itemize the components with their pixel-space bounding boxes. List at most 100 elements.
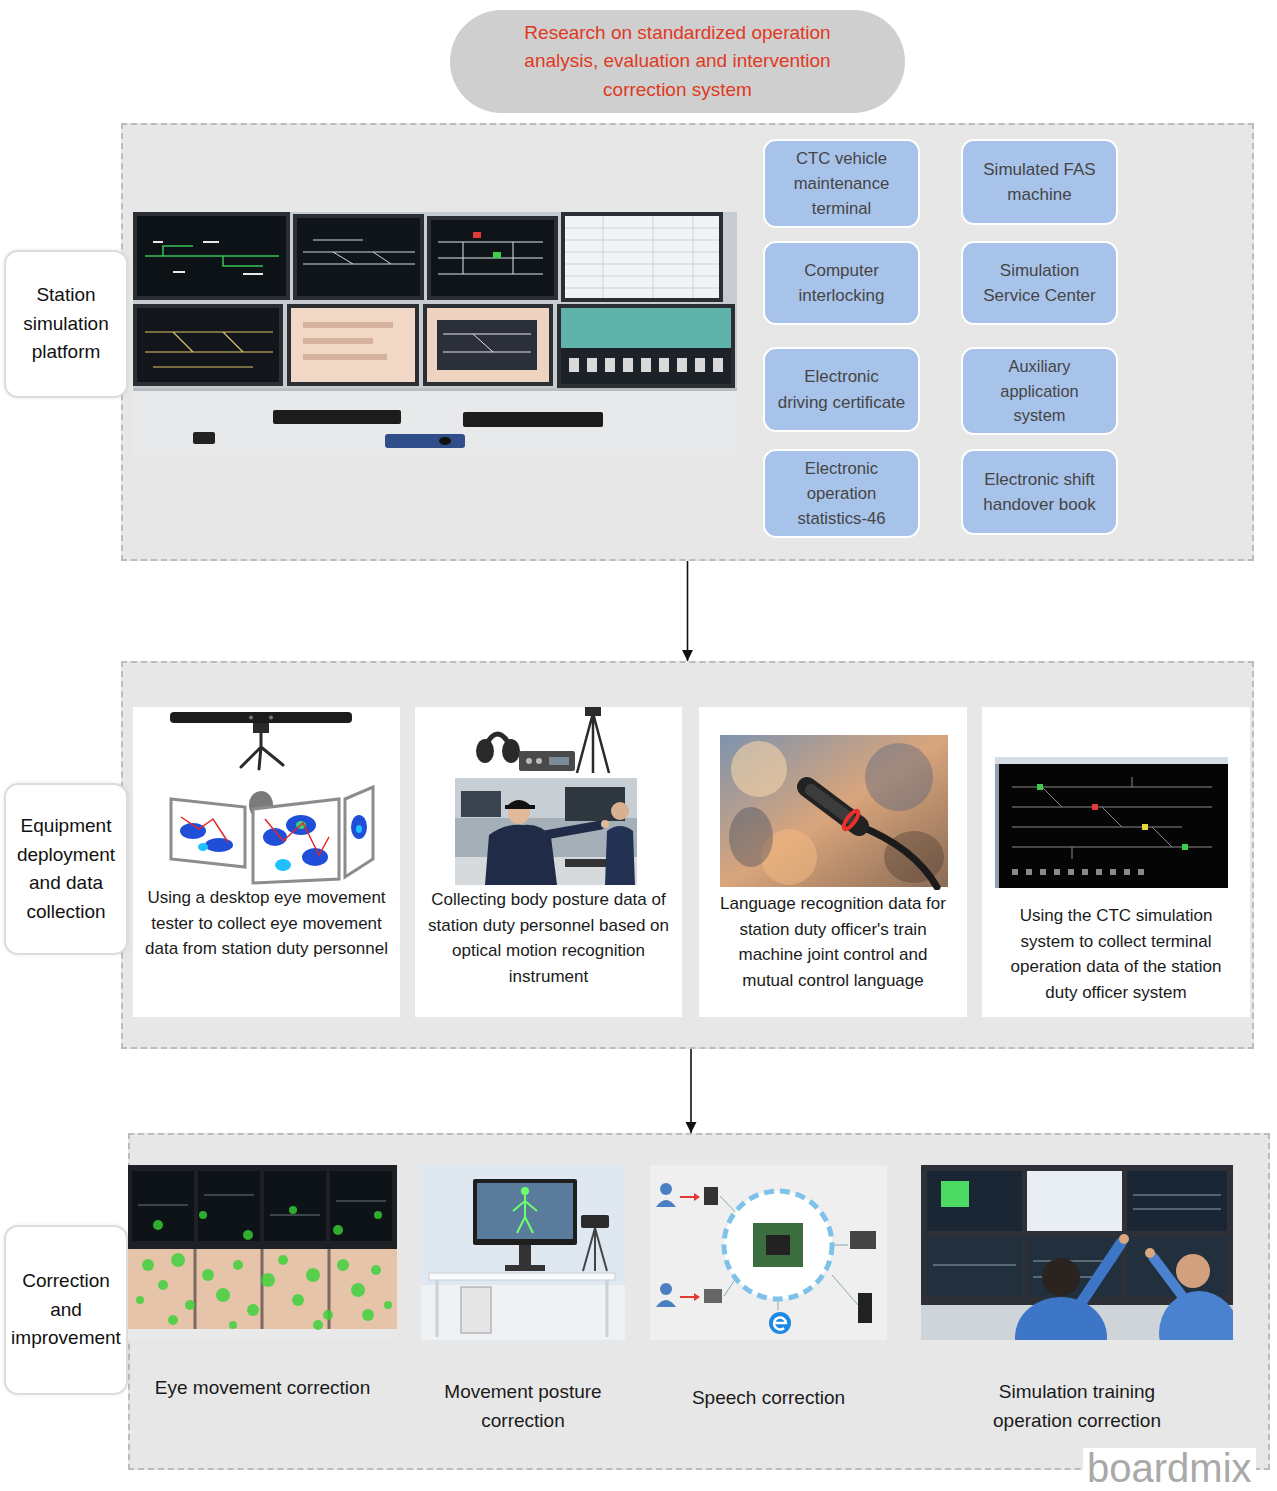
figure-path	[583, 1228, 607, 1271]
figure-rect	[704, 1289, 722, 1303]
figure-circle	[233, 1260, 243, 1270]
figure-circle	[289, 1206, 297, 1214]
figure-circle	[724, 1191, 832, 1299]
correction-figure: Simulation training operation correction	[921, 1165, 1233, 1440]
figure-path	[857, 825, 937, 887]
figure-circle	[136, 1296, 144, 1304]
figure-rect	[493, 252, 501, 258]
figure-rect	[677, 358, 687, 372]
figure-ellipse	[1015, 1297, 1107, 1340]
figure-rect	[1110, 869, 1116, 875]
figure-rect	[423, 304, 553, 386]
posture-station-figure	[421, 1165, 625, 1340]
figure-rect	[704, 1187, 718, 1205]
figure-ellipse	[356, 825, 362, 833]
figure-path	[577, 713, 609, 773]
figure-circle	[660, 1283, 672, 1295]
figure-rect	[766, 1235, 790, 1255]
system-module-box: CTC vehicle maintenance terminal	[763, 139, 920, 228]
module-label: Computer interlocking	[765, 258, 918, 309]
figure-rect	[429, 1273, 615, 1280]
figure-rect	[641, 358, 651, 372]
figure-rect	[461, 1287, 491, 1333]
figure-rect	[605, 358, 615, 372]
figure-circle	[247, 1304, 259, 1316]
figure-circle	[337, 1259, 349, 1271]
figure-circle	[601, 820, 609, 828]
figure-circle	[731, 741, 787, 797]
figure-rect	[1027, 1171, 1122, 1231]
text-block: Speech correction	[650, 1383, 887, 1412]
motion-capture-figure	[415, 707, 682, 887]
collection-description: Language recognition data for station du…	[711, 891, 955, 993]
figure-circle	[1119, 1234, 1129, 1244]
figure-rect	[1026, 869, 1032, 875]
figure-path	[694, 1193, 700, 1201]
figure-rect	[505, 805, 535, 809]
figure-ellipse	[198, 843, 208, 851]
figure-circle	[261, 1273, 275, 1287]
figure-path	[680, 1296, 694, 1298]
figure-circle	[142, 1259, 154, 1271]
system-module-box: Electronic driving certificate	[763, 347, 920, 432]
figure-path	[774, 1318, 786, 1330]
figure-circle	[1176, 1254, 1210, 1288]
figure-circle	[216, 1288, 230, 1302]
figure-rect	[695, 358, 705, 372]
figure-rect	[1037, 784, 1043, 790]
figure-rect	[995, 764, 999, 888]
figure-rect	[995, 757, 1228, 888]
system-module-box: Computer interlocking	[763, 241, 920, 325]
figure-path	[443, 334, 531, 352]
microphone-photo	[699, 707, 967, 890]
figure-rect	[858, 1293, 872, 1323]
figure-circle	[362, 1309, 374, 1321]
figure-path	[605, 826, 635, 885]
figure-path	[680, 1196, 694, 1198]
module-label: Simulation Service Center	[963, 258, 1116, 309]
figure-ellipse	[476, 739, 494, 763]
system-module-box: Electronic operation statistics-46	[763, 449, 920, 538]
figure-rect	[264, 1171, 326, 1241]
figure-rect	[287, 304, 419, 386]
stage-panel: Correction and improvement Eye movement …	[128, 1133, 1270, 1470]
figure-rect	[713, 358, 723, 372]
figure-circle	[158, 1280, 168, 1290]
figure-rect	[1092, 804, 1098, 810]
correction-caption: Movement posture correction	[421, 1377, 625, 1436]
figure-g	[1012, 869, 1144, 875]
figure-rect	[753, 1223, 803, 1267]
module-label: Electronic shift handover book	[963, 467, 1116, 518]
figure-ellipse	[205, 838, 233, 852]
figure-rect	[303, 338, 373, 344]
figure-circle	[229, 1321, 237, 1329]
figure-polygon	[345, 787, 373, 877]
figure-path	[1081, 1243, 1121, 1303]
figure-circle	[351, 1283, 365, 1297]
figure-rect	[385, 434, 465, 448]
figure-circle	[660, 1183, 672, 1195]
figure-rect	[581, 1215, 609, 1228]
figure-g	[569, 358, 723, 372]
figure-rect	[431, 220, 554, 296]
text-block: Collecting body posture data of station …	[427, 887, 670, 989]
figure-g	[133, 212, 735, 388]
figure-path	[195, 1249, 329, 1329]
system-module-box: Simulated FAS machine	[961, 139, 1118, 225]
stage-heading-tab: Station simulation platform	[4, 250, 128, 398]
figure-rect	[133, 388, 737, 391]
training-photo	[921, 1165, 1233, 1340]
figure-rect	[293, 214, 424, 300]
figure-circle	[313, 1320, 323, 1330]
figure-rect	[1138, 869, 1144, 875]
figure-rect	[137, 308, 279, 382]
figure-circle	[202, 1269, 214, 1281]
figure-path	[265, 819, 329, 855]
figure-rect	[128, 1165, 397, 1340]
figure-rect	[1012, 869, 1018, 875]
figure-path	[513, 1195, 537, 1233]
system-module-box: Auxiliary application system	[961, 347, 1118, 435]
figure-circle	[168, 1315, 178, 1325]
figure-rect	[421, 1285, 625, 1340]
figure-rect	[437, 320, 537, 370]
